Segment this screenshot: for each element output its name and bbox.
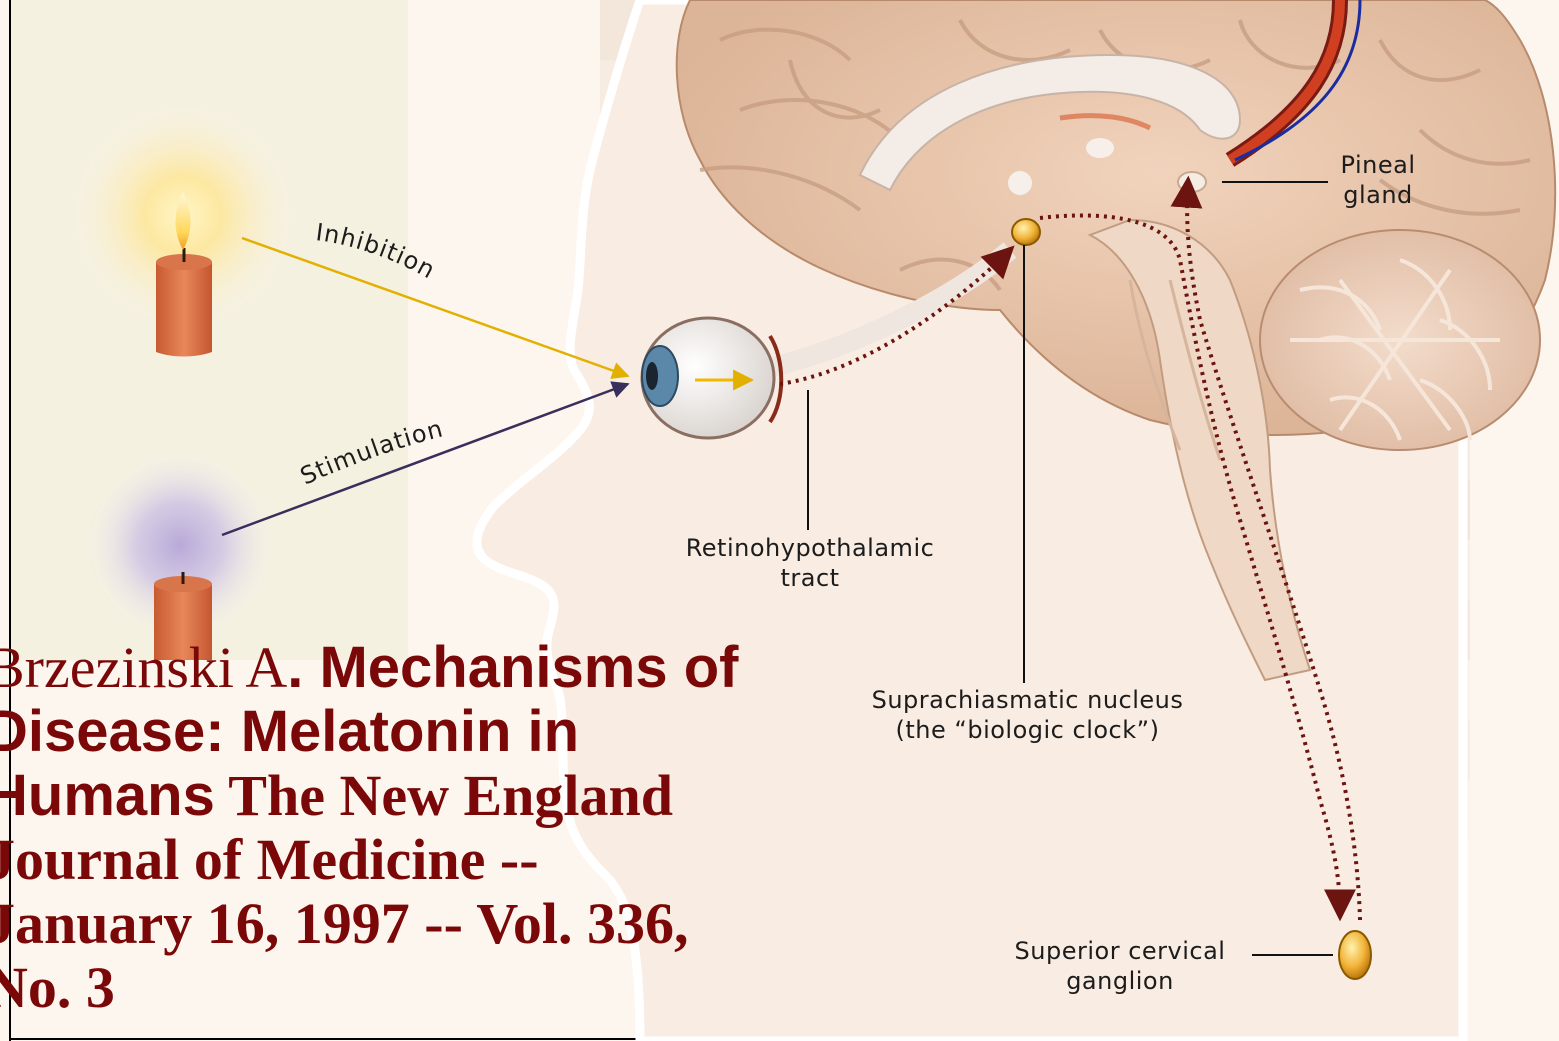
citation: Brzezinski A. Mechanisms of Disease: Mel… [0, 636, 756, 1020]
pineal-line-1: Pineal [1328, 150, 1428, 180]
scg-node [1339, 931, 1371, 979]
retino-line-2: tract [650, 563, 970, 593]
scg-label: Superior cervical ganglion [990, 936, 1250, 996]
scn-node [1012, 219, 1040, 245]
retino-line-1: Retinohypothalamic [650, 533, 970, 563]
pineal-gland-label: Pineal gland [1328, 150, 1428, 210]
citation-author: Brzezinski A [0, 635, 287, 700]
scg-line-2: ganglion [990, 966, 1250, 996]
scg-line-1: Superior cervical [990, 936, 1250, 966]
pineal-gland [1178, 172, 1206, 192]
scn-label: Suprachiasmatic nucleus (the “biologic c… [830, 685, 1225, 745]
scn-line-2: (the “biologic clock”) [830, 715, 1225, 745]
retino-label: Retinohypothalamic tract [650, 533, 970, 593]
scn-line-1: Suprachiasmatic nucleus [830, 685, 1225, 715]
pineal-line-2: gland [1328, 180, 1428, 210]
